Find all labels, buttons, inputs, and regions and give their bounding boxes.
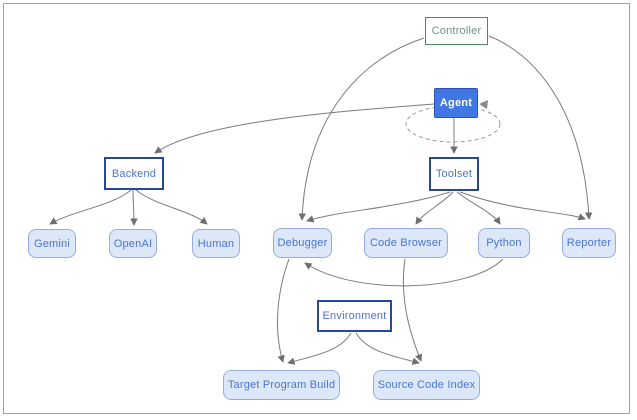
node-source-code-index: Source Code Index xyxy=(373,370,480,400)
node-toolset: Toolset xyxy=(429,157,479,191)
node-backend: Backend xyxy=(104,157,164,190)
edge-controller-reporter xyxy=(488,35,593,220)
edge-toolset-code-browser xyxy=(415,191,454,225)
agent-self-loop-ellipse xyxy=(405,105,501,143)
node-code-browser: Code Browser xyxy=(364,228,448,258)
node-environment: Environment xyxy=(317,300,392,332)
node-target-program-build: Target Program Build xyxy=(223,370,340,400)
edge-backend-human xyxy=(135,189,208,225)
node-openai: OpenAI xyxy=(109,229,157,258)
node-human: Human xyxy=(192,229,240,258)
edge-environment-source-code-index xyxy=(355,332,420,365)
edge-debugger-target-program-build xyxy=(277,258,290,363)
node-controller: Controller xyxy=(425,17,488,45)
agent-self-loop-arrowhead xyxy=(479,100,488,109)
edge-toolset-debugger xyxy=(306,191,451,223)
node-debugger: Debugger xyxy=(273,228,332,258)
edge-backend-gemini xyxy=(49,189,132,225)
edge-environment-target-program-build xyxy=(287,332,352,365)
edge-agent-backend xyxy=(154,103,435,154)
node-python: Python xyxy=(478,228,530,258)
edge-python-debugger xyxy=(304,258,504,287)
edge-controller-debugger xyxy=(298,37,425,221)
edge-toolset-reporter xyxy=(459,191,586,221)
edge-code-browser-source-code-index xyxy=(402,258,423,362)
node-gemini: Gemini xyxy=(28,229,76,258)
edge-toolset-python xyxy=(456,191,501,225)
edge-backend-openai xyxy=(130,189,138,226)
node-agent: Agent xyxy=(434,88,478,118)
node-reporter: Reporter xyxy=(562,228,616,258)
